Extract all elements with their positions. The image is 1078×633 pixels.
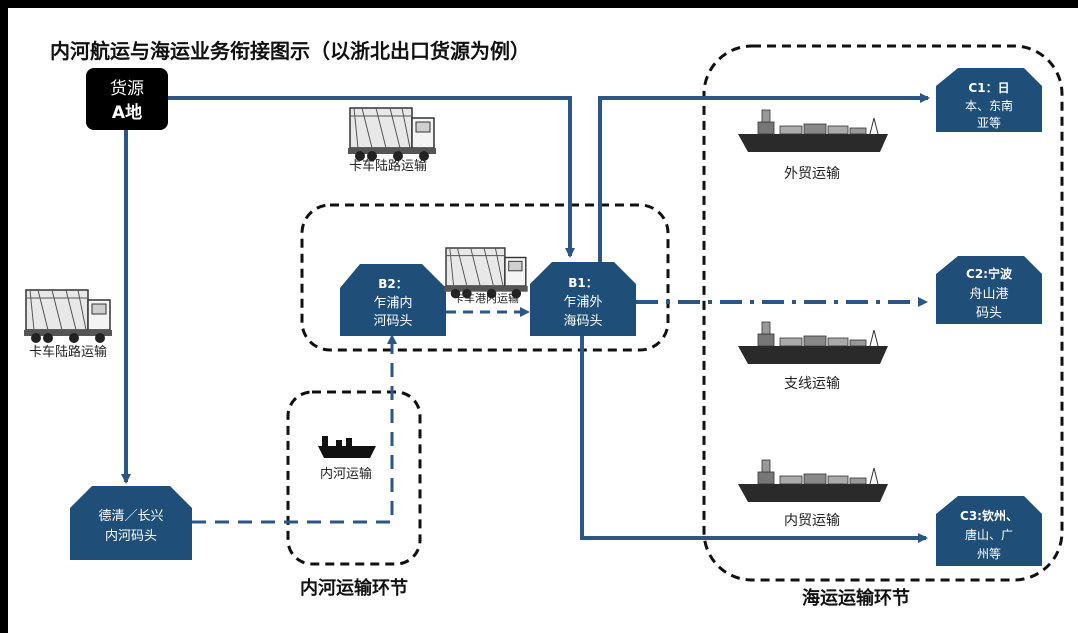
label-foreign-trade: 外贸运输 — [784, 166, 840, 182]
truck-icon-top — [347, 107, 437, 162]
ship-icon-domestic — [737, 459, 889, 503]
arrow-deqing-to-b2 — [192, 334, 397, 524]
node-c3-line3: 州等 — [977, 547, 1001, 561]
node-c2-line3: 码头 — [976, 306, 1002, 321]
label-inland-segment: 内河运输环节 — [300, 577, 408, 599]
truck-icon-port — [443, 247, 529, 300]
node-deqing — [70, 486, 192, 560]
node-b2 — [340, 264, 446, 336]
label-feeder: 支线运输 — [784, 376, 840, 392]
label-sea-segment: 海运运输环节 — [802, 587, 910, 609]
inland-ship-icon — [318, 436, 376, 458]
label-inland-transport: 内河运输 — [320, 466, 372, 482]
node-c2-line1: C2:宁波 — [966, 266, 1013, 281]
node-b1-line2: 乍浦外 — [563, 294, 602, 310]
node-b1-line3: 海码头 — [563, 314, 602, 329]
frame-border-left — [0, 0, 8, 633]
node-c2 — [936, 256, 1042, 324]
node-c1-line1: C1：日 — [968, 81, 1009, 95]
label-truck-left: 卡车陆路运输 — [29, 344, 107, 360]
node-c1 — [936, 68, 1042, 132]
node-b2-line2: 乍浦内 — [373, 295, 412, 311]
node-c3 — [936, 496, 1042, 566]
node-deqing-line2: 内河码头 — [105, 528, 157, 544]
truck-icon-left — [23, 289, 113, 344]
zhapu-port-region — [300, 203, 670, 352]
frame-border-top — [0, 0, 1078, 8]
source-node-line2: A地 — [112, 102, 142, 123]
ship-icon-feeder — [737, 321, 889, 365]
node-c2-line2: 舟山港 — [969, 287, 1008, 302]
arrow-b1-to-c3 — [580, 334, 928, 543]
node-b1 — [530, 262, 636, 336]
node-b2-line1: B2： — [378, 277, 408, 291]
label-truck-top: 卡车陆路运输 — [349, 158, 427, 174]
arrow-source-to-b1 — [168, 96, 575, 258]
ship-icon-foreign — [737, 109, 889, 153]
source-node-line1: 货源 — [110, 79, 144, 99]
node-b2-line3: 河码头 — [373, 314, 412, 329]
sea-segment-region — [702, 44, 1064, 582]
arrow-b1-to-c1 — [598, 93, 930, 270]
node-c3-line2: 唐山、广 — [965, 527, 1013, 542]
diagram-title: 内河航运与海运业务衔接图示（以浙北出口货源为例） — [50, 39, 530, 63]
node-deqing-line1: 德清／长兴 — [98, 509, 163, 524]
inland-segment-region — [286, 390, 422, 566]
label-domestic-trade: 内贸运输 — [784, 513, 840, 529]
node-b1-line1: B1： — [568, 276, 598, 290]
node-c1-line2: 本、东南 — [965, 98, 1013, 113]
label-truck-port: 卡车港内运输 — [453, 291, 519, 305]
source-node — [86, 68, 168, 130]
node-c3-line1: C3:钦州、 — [960, 508, 1018, 523]
node-c1-line3: 亚等 — [977, 116, 1001, 130]
